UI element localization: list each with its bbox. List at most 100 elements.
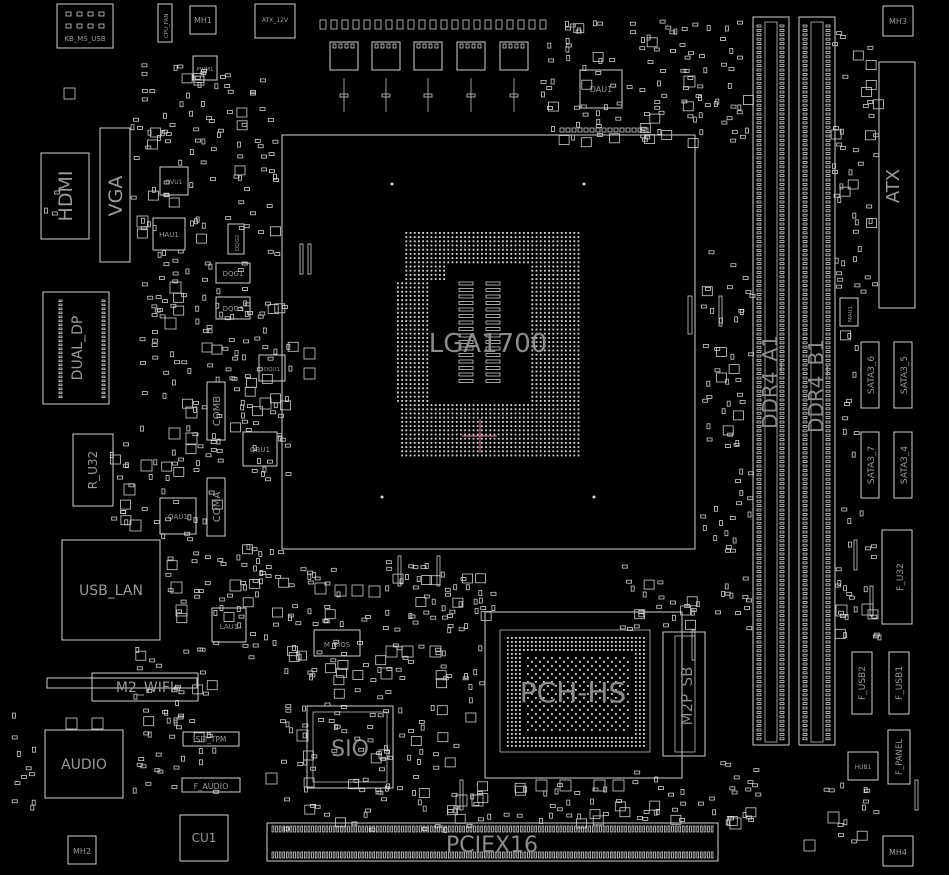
atx-12v-connector[interactable]: ATX_12V	[254, 3, 296, 39]
m2p-sb-slot[interactable]: M2P_SB	[662, 631, 706, 757]
cpu-pin	[569, 412, 571, 415]
cpu-pin	[573, 232, 576, 234]
sata3-4-port[interactable]: SATA3_4	[893, 431, 913, 499]
cpu-pin	[401, 446, 403, 448]
cpu-pin	[552, 437, 555, 440]
spi-tpm-header[interactable]: SPI_TPM	[182, 731, 240, 747]
cpu-pin	[535, 358, 538, 360]
pch-ball	[603, 741, 605, 743]
m2-wifi-slot[interactable]: M2_WIFI	[46, 672, 199, 702]
cpu-pin	[518, 425, 521, 427]
pch-ball	[519, 693, 521, 695]
cpu-pin	[434, 253, 437, 255]
cpu-pin	[548, 253, 550, 255]
dual-dp-connector[interactable]: DUAL_DP	[42, 291, 110, 405]
comb-header[interactable]: COMB	[206, 381, 226, 441]
cpu-pin	[527, 244, 529, 247]
pch-ball	[603, 701, 605, 703]
cpu-pin	[535, 248, 538, 251]
cpu-pin	[548, 290, 550, 293]
cpu-pin	[481, 408, 483, 411]
pch-ball	[519, 701, 521, 703]
cpu-pin	[418, 379, 420, 381]
cpu-pin	[443, 269, 445, 272]
sata3-7-port[interactable]: SATA3_7	[860, 431, 880, 499]
cpu-pin	[401, 299, 403, 301]
pch-ball	[595, 717, 597, 719]
f-panel-header[interactable]: F_PANEL	[887, 729, 911, 785]
pch-ball	[519, 705, 521, 707]
cpu-pin	[510, 429, 513, 432]
cpu-pin	[506, 404, 508, 406]
cpu-pin	[434, 442, 437, 444]
pch-ball	[607, 681, 609, 683]
pch-ball	[515, 729, 517, 731]
cpu-pin	[430, 257, 433, 259]
cpu-pin	[535, 282, 538, 285]
sata3-5-port[interactable]: SATA3_5	[893, 341, 913, 409]
cpu-pin	[577, 232, 580, 234]
cpu-pin	[548, 446, 550, 448]
cpu-fan-header[interactable]: CPU_FAN	[157, 3, 173, 43]
hdmi-connector[interactable]: HDMI	[40, 152, 90, 240]
pch-ball	[619, 637, 621, 639]
cpu-pin	[573, 383, 576, 385]
ddr4-b1-slot[interactable]: DDR4_B1	[798, 16, 836, 746]
vga-connector[interactable]: VGA	[99, 127, 131, 263]
pciex16-slot[interactable]: PCIEX16	[266, 822, 719, 862]
cpu-pin	[413, 383, 416, 385]
cpu-pin	[531, 320, 534, 322]
cpu-pin	[544, 253, 546, 255]
pch-ball	[579, 693, 581, 695]
kb-ms-usb-connector[interactable]: KB_MS_USB	[56, 3, 114, 49]
pch-ball	[639, 657, 641, 659]
r-u32-connector[interactable]: R_U32	[72, 433, 114, 507]
cpu-pin	[556, 395, 559, 398]
cpu-pin	[481, 416, 483, 419]
cpu-pin	[447, 446, 450, 448]
f-usb2-header[interactable]: F_USB2	[851, 651, 873, 715]
sata3-6-port[interactable]: SATA3_6	[860, 341, 880, 409]
cpu-pin	[422, 370, 424, 373]
pch-ball	[511, 681, 513, 683]
cpu-pin	[426, 425, 429, 427]
cpu-pin	[548, 248, 550, 251]
qau1-label: QAU1	[168, 513, 188, 521]
pch-ball	[639, 673, 641, 675]
f-audio-header[interactable]: F_AUDIO	[181, 777, 241, 793]
cpu-pin	[577, 345, 580, 348]
pch-ball	[535, 705, 537, 707]
pch-ball	[639, 701, 641, 703]
audio-connector[interactable]: AUDIO	[44, 729, 124, 799]
pch-ball	[575, 713, 577, 715]
f-u32-header[interactable]: F_U32	[881, 529, 913, 625]
atx-power-connector[interactable]: ATX	[878, 61, 916, 309]
cpu-pin	[552, 416, 555, 419]
cpu-pin	[455, 450, 458, 453]
cpu-pin	[468, 236, 471, 238]
pch-ball	[635, 653, 637, 655]
cpu-pin	[569, 416, 571, 419]
pch-ball	[623, 713, 625, 715]
f-usb1-header[interactable]: F_USB1	[888, 651, 910, 715]
cpu-pin	[531, 446, 534, 448]
cpu-pin	[455, 240, 458, 243]
usb-lan-connector[interactable]: USB_LAN	[61, 539, 161, 641]
pch-ball	[555, 661, 557, 663]
coma-header[interactable]: COMA	[206, 477, 226, 537]
pch-ball	[571, 661, 573, 663]
cpu-pin	[413, 395, 416, 398]
cpu-pin	[472, 433, 475, 436]
cpu-pin	[405, 282, 408, 285]
lga1700-socket[interactable]: LGA1700	[281, 134, 696, 550]
cpu-pin	[426, 387, 429, 390]
cpu-pin	[443, 236, 445, 238]
cpu-pin	[531, 316, 534, 318]
cpu-pin	[548, 257, 550, 259]
pch-ball	[511, 649, 513, 651]
pch-ball	[611, 669, 613, 671]
ddr4-a1-slot[interactable]: DDR4_A1	[752, 16, 790, 746]
cpu-pin	[418, 332, 420, 335]
cpu-pin	[539, 412, 542, 415]
cpu-pin	[506, 421, 508, 423]
